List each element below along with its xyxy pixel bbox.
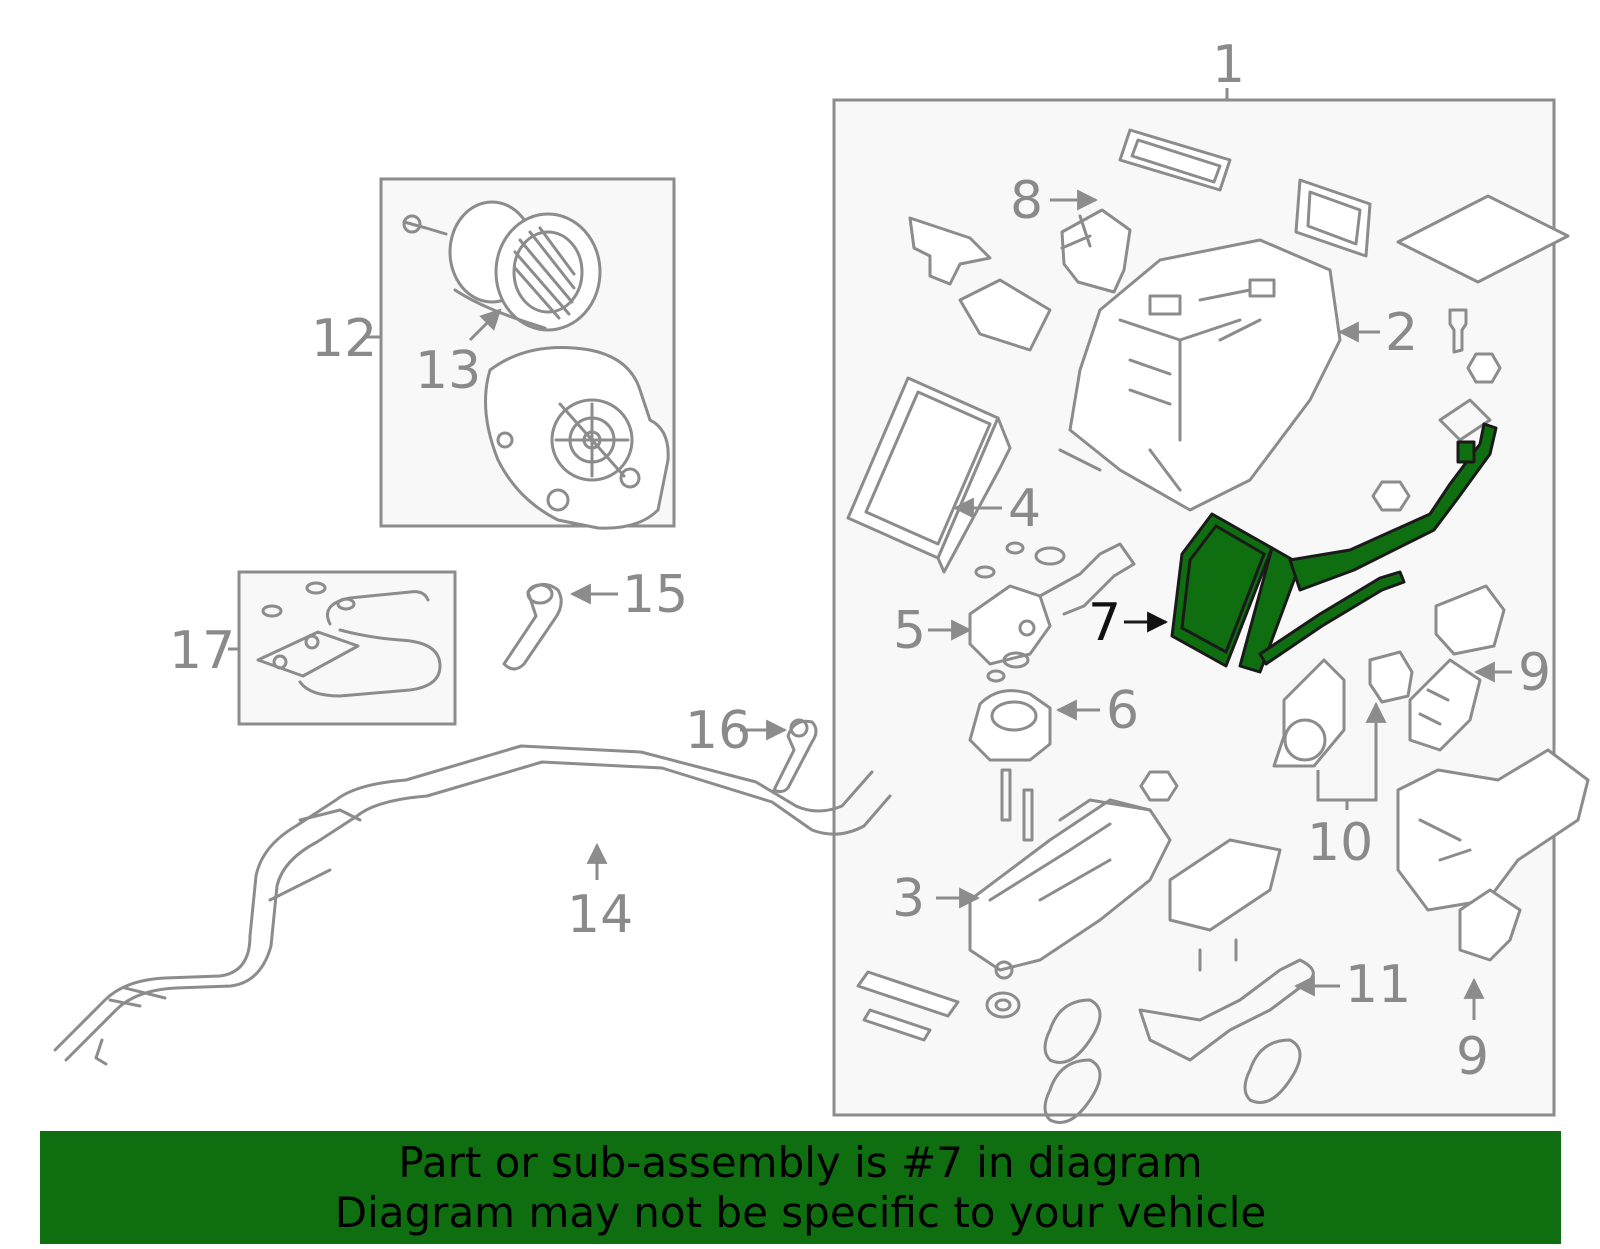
callout-9-upper: 9 (1518, 643, 1551, 703)
expansion-valve-5 (968, 542, 1136, 666)
callout-9-lower: 9 (1456, 1027, 1489, 1087)
callout-3: 3 (892, 869, 925, 929)
seal-top-left (1118, 128, 1232, 192)
seal-oval-1 (1043, 998, 1102, 1064)
notice-banner: Part or sub-assembly is #7 in diagram Di… (40, 1131, 1561, 1244)
filter-cover (1396, 194, 1570, 284)
actuator-9b (1458, 888, 1522, 962)
callout-4: 4 (1008, 479, 1041, 539)
callout-17: 17 (169, 621, 235, 681)
callout-8: 8 (1010, 171, 1043, 231)
banner-line-2: Diagram may not be specific to your vehi… (334, 1187, 1267, 1237)
banner-line-1: Part or sub-assembly is #7 in diagram (398, 1137, 1203, 1187)
lower-case-3 (968, 798, 1172, 980)
duct-large (1396, 748, 1590, 912)
fitting-16 (772, 718, 818, 794)
bracket-10b (1368, 650, 1414, 704)
heater-core-7 (1170, 422, 1498, 674)
callout-15: 15 (622, 565, 688, 625)
callout-6: 6 (1106, 681, 1139, 741)
bracket-11 (1138, 938, 1315, 1062)
seal-oval-2 (1043, 1058, 1102, 1124)
duct-middle (1168, 838, 1282, 932)
callout-5: 5 (893, 601, 926, 661)
hvac-case-2 (1058, 238, 1342, 512)
blower-motor-13 (402, 200, 602, 332)
callout-13: 13 (415, 341, 481, 401)
ring-bottom (985, 991, 1021, 1019)
actuator-9a (1408, 658, 1482, 752)
callout-12: 12 (311, 309, 377, 369)
callout-10: 10 (1307, 813, 1373, 873)
part-8 (1060, 208, 1132, 294)
bracket-10a (1272, 658, 1346, 768)
seal-strip-2 (862, 1008, 932, 1042)
callout-1: 1 (1212, 35, 1245, 95)
bracket-clip (958, 278, 1052, 352)
callout-16: 16 (685, 701, 751, 761)
callout-11: 11 (1345, 955, 1411, 1015)
bracket-small (908, 216, 992, 286)
bolt (1448, 308, 1468, 354)
nut-2 (1371, 480, 1411, 512)
callout-2: 2 (1385, 303, 1418, 363)
pipe-14 (53, 744, 892, 1066)
pipe-bracket-17 (256, 581, 442, 698)
hose-15 (502, 583, 563, 671)
seal-strip-1 (856, 970, 960, 1018)
callout-14: 14 (567, 885, 633, 945)
evaporator-4 (846, 376, 1012, 574)
bracket-9c (1434, 584, 1506, 656)
seal-oval-3 (1243, 1038, 1302, 1104)
grommet-6 (968, 689, 1052, 762)
nut-3 (1139, 770, 1179, 802)
callout-7: 7 (1088, 593, 1121, 653)
blower-housing-12 (484, 346, 670, 530)
seal-top-right (1294, 178, 1372, 258)
bracket-clip-2 (1438, 398, 1492, 442)
nut-1 (1466, 352, 1502, 384)
